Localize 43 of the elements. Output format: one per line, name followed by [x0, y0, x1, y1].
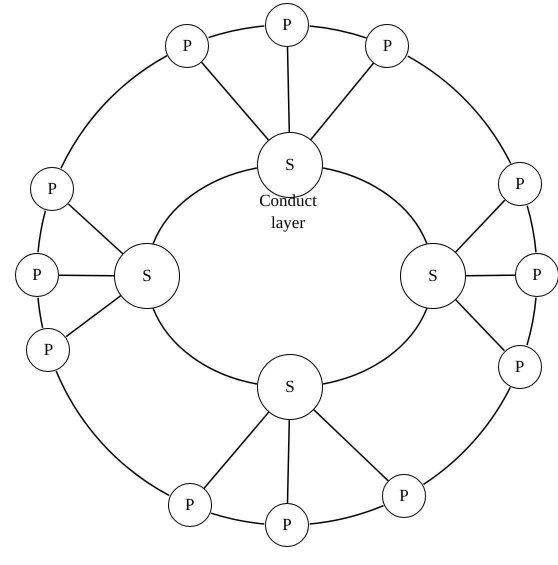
- connector-line: [310, 25, 367, 39]
- connector-line: [68, 203, 124, 254]
- connector-line: [60, 55, 168, 169]
- connector-line: [322, 167, 428, 244]
- connector-line: [201, 62, 270, 140]
- connector-line: [322, 308, 428, 385]
- connector-line: [56, 370, 170, 496]
- connector-line: [286, 420, 290, 504]
- node-circle: P: [168, 483, 212, 528]
- connector-line: [423, 386, 511, 485]
- node-circle: P: [498, 162, 542, 206]
- connector-line: [37, 298, 44, 328]
- node-circle: S: [114, 243, 180, 309]
- connector-line: [37, 210, 46, 252]
- connector-line: [466, 274, 515, 276]
- node-circle: P: [365, 24, 410, 68]
- node-circle: P: [265, 3, 309, 47]
- connector-line: [210, 512, 264, 525]
- node-circle: S: [400, 243, 466, 309]
- connector-line: [526, 298, 537, 346]
- connector-line: [59, 274, 114, 276]
- node-circle: P: [30, 167, 74, 212]
- connector-line: [66, 295, 122, 338]
- node-circle: P: [382, 474, 426, 518]
- connector-line: [310, 504, 384, 525]
- node-circle: P: [515, 253, 558, 297]
- node-circle: S: [257, 354, 323, 420]
- node-circle: P: [26, 328, 70, 372]
- connector-line: [152, 167, 258, 244]
- connector-line: [407, 55, 512, 164]
- connector-line: [455, 299, 505, 352]
- node-circle: P: [15, 253, 59, 297]
- connector-line: [313, 409, 389, 482]
- connector-line: [203, 412, 270, 489]
- connector-line: [208, 25, 264, 38]
- node-circle: P: [265, 503, 309, 547]
- connector-line: [286, 46, 290, 132]
- connector-line: [310, 62, 374, 140]
- connector-line: [152, 308, 258, 385]
- connector-line: [526, 206, 537, 252]
- node-circle: P: [498, 344, 542, 389]
- connector-line: [455, 200, 506, 253]
- node-circle: P: [165, 24, 210, 68]
